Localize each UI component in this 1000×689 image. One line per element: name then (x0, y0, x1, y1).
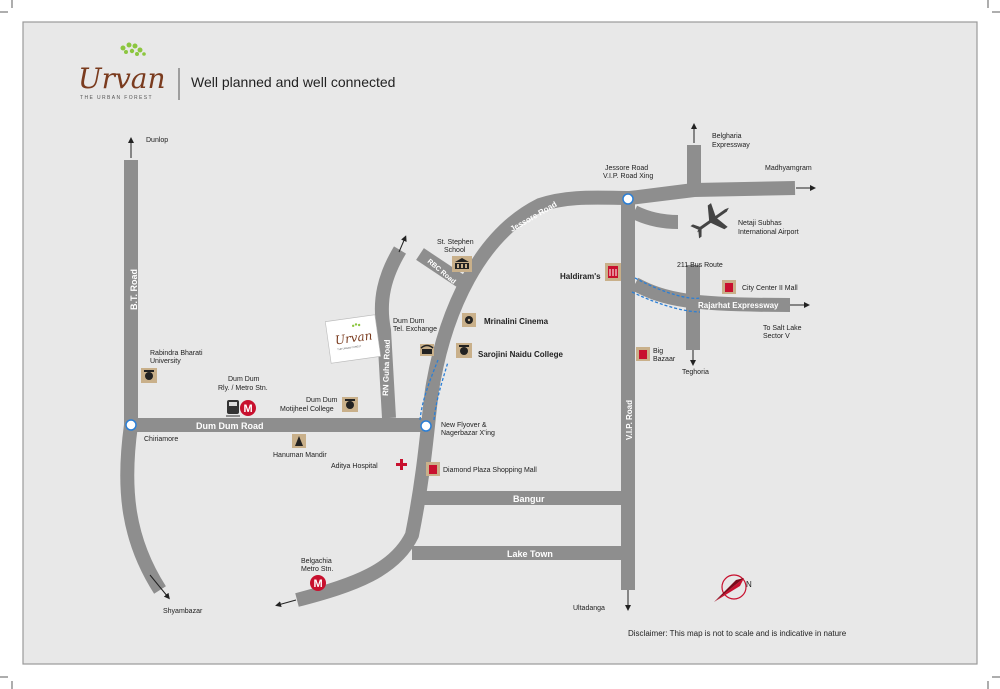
road-network (120, 145, 796, 607)
temple-icon (292, 434, 306, 448)
jessore-road-north (629, 183, 695, 205)
jessore-road (295, 190, 631, 607)
site-leaf-icon (351, 323, 361, 328)
restaurant-icon (605, 263, 621, 281)
label-shyambazar: Shyambazar (163, 608, 203, 615)
label-rajarhat: Rajarhat Expressway (698, 301, 779, 310)
rn-guha-road (374, 246, 407, 419)
label-jessore-xing-2: V.I.P. Road Xing (603, 173, 653, 180)
node-jessore-vip (622, 193, 634, 205)
arrow-shyambazar (149, 574, 170, 600)
disclaimer: Disclaimer: This map is not to scale and… (628, 629, 847, 638)
metro-icon: M (240, 400, 256, 416)
telephone-icon (420, 344, 434, 356)
label-st-stephen-2: School (444, 247, 466, 254)
label-chiriamore: Chiriamore (144, 436, 178, 443)
rbc-road (416, 248, 466, 288)
project-site-card: Urvan THE URBAN FOREST (324, 314, 382, 364)
label-belgharia-1: Belgharia (712, 133, 742, 140)
train-icon (226, 400, 240, 417)
shopping-bag-icon (722, 280, 736, 294)
label-belgachia-1: Belgachia (301, 558, 332, 565)
label-rabindra-2: University (150, 358, 181, 365)
arrow-rn-guha (398, 235, 407, 253)
label-rabindra-1: Rabindra Bharati (150, 350, 203, 357)
label-diamond-plaza: Diamond Plaza Shopping Mall (443, 467, 537, 474)
leaf-cluster-icon (120, 42, 146, 56)
label-tel-exchange-2: Tel. Exchange (393, 326, 437, 333)
label-big-bazaar-1: Big (653, 348, 663, 355)
label-airport-2: International Airport (738, 229, 799, 236)
label-flyover-1: New Flyover & (441, 422, 487, 429)
label-lake-town: Lake Town (507, 549, 553, 559)
svg-text:M: M (314, 578, 323, 590)
landmark-icons: M M (141, 203, 736, 591)
map-background (22, 21, 978, 665)
label-belgharia-2: Expressway (712, 142, 750, 149)
label-bus-route: 211 Bus Route (677, 262, 723, 269)
tagline: Well planned and well connected (191, 74, 395, 90)
label-metro-1: Dum Dum (228, 376, 260, 383)
label-city-center: City Center II Mall (742, 285, 798, 292)
graduation-cap-icon (141, 368, 157, 383)
label-tel-exchange-1: Dum Dum (393, 318, 425, 325)
airport-road (630, 205, 679, 229)
label-sarojini: Sarojini Naidu College (478, 350, 563, 359)
label-motijheel-1: Dum Dum (306, 397, 338, 404)
label-motijheel-2: Motijheel College (280, 406, 334, 413)
compass-icon: N (714, 574, 752, 602)
airplane-icon (690, 203, 729, 239)
cinema-reel-icon (462, 313, 476, 327)
svg-text:M: M (244, 403, 253, 415)
label-airport-1: Netaji Subhas (738, 220, 782, 227)
site-subtitle: THE URBAN FOREST (337, 345, 362, 351)
label-jessore-xing-1: Jessore Road (605, 165, 648, 172)
school-building-icon (452, 256, 472, 272)
label-dum-dum-road: Dum Dum Road (196, 421, 264, 431)
hospital-cross-icon (396, 459, 407, 470)
arrow-belgachia (275, 599, 297, 608)
label-aditya: Aditya Hospital (331, 463, 378, 470)
label-hanuman: Hanuman Mandir (273, 452, 327, 459)
shopping-bag-icon (636, 347, 650, 361)
logo-subtitle: THE URBAN FOREST (80, 95, 153, 101)
label-ultadanga: Ultadanga (573, 605, 605, 612)
label-mrinalini: Mrinalini Cinema (484, 317, 549, 326)
label-teghoria: Teghoria (682, 369, 709, 376)
bt-road-south (120, 424, 166, 594)
metro-icon: M (310, 575, 326, 591)
flyover-markings (419, 277, 701, 421)
shopping-bag-icon (426, 462, 440, 476)
site-wordmark: Urvan (334, 328, 373, 347)
label-metro-2: Rly. / Metro Stn. (218, 385, 268, 392)
label-salt-lake-2: Sector V (763, 333, 790, 340)
label-flyover-2: Nagerbazar X'ing (441, 430, 495, 437)
junction-nodes (125, 193, 634, 432)
label-rn-guha-road: RN Guha Road (381, 339, 392, 396)
label-madhyamgram: Madhyamgram (765, 165, 812, 172)
brand-logo: Urvan THE URBAN FOREST (78, 42, 166, 101)
label-haldirams: Haldiram's (560, 272, 601, 281)
graduation-cap-icon (456, 343, 472, 358)
logo-wordmark: Urvan (78, 62, 166, 95)
direction-arrows (128, 123, 816, 611)
label-dunlop: Dunlop (146, 137, 168, 144)
graduation-cap-icon (342, 397, 358, 412)
label-big-bazaar-2: Bazaar (653, 356, 676, 363)
compass-north: N (746, 580, 752, 589)
label-salt-lake-1: To Salt Lake (763, 325, 802, 332)
madhyamgram-road (693, 181, 796, 197)
label-belgachia-2: Metro Stn. (301, 566, 333, 573)
label-vip-road: V.I.P. Road (625, 400, 634, 440)
label-st-stephen-1: St. Stephen (437, 239, 474, 246)
node-nagerbazar (420, 420, 432, 432)
node-chiriamore (125, 419, 137, 431)
label-bt-road: B.T. Road (129, 269, 139, 310)
label-bangur: Bangur (513, 494, 545, 504)
